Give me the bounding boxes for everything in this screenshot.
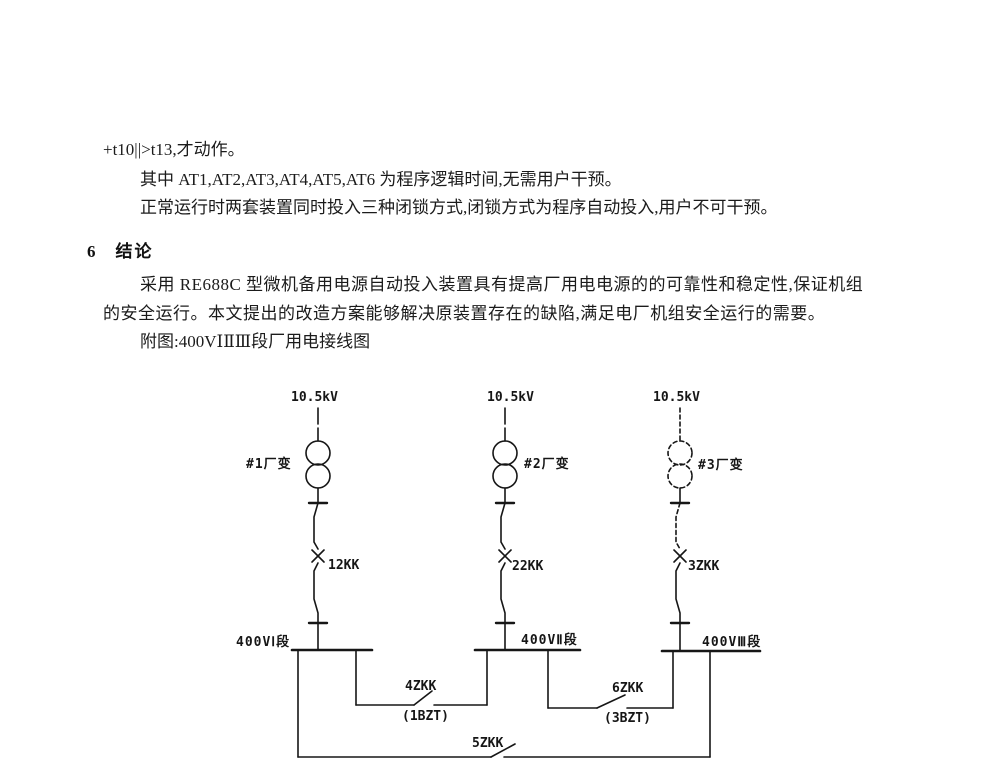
figure-caption: 附图:400VⅠⅡⅢ段厂用电接线图 (140, 332, 371, 351)
feeder-branch-2 (493, 408, 517, 650)
breaker-label-3zkk: 3ZKK (688, 559, 720, 574)
tie-note-3bzt: (3BZT) (604, 711, 651, 726)
voltage-label-1: 10.5kV (291, 390, 338, 405)
breaker-label-22kk: 22KK (512, 559, 544, 574)
wiring-diagram (0, 380, 1000, 760)
breaker-label-12kk: 12KK (328, 558, 360, 573)
tie-breaker-label-5zkk: 5ZKK (472, 736, 504, 751)
voltage-label-3: 10.5kV (653, 390, 700, 405)
section-title: 结论 (115, 242, 154, 261)
transformer-label-3: #3厂变 (698, 458, 744, 473)
voltage-label-2: 10.5kV (487, 390, 534, 405)
breaker-symbol-3zkk (674, 550, 686, 562)
conclusion-line-1: 采用 RE688C 型微机备用电源自动投入装置具有提高厂用电电源的的可靠性和稳定… (140, 275, 864, 294)
transformer-symbol-3 (668, 441, 692, 488)
tie-circuit-6zkk (548, 650, 673, 708)
feeder-branch-1 (306, 408, 330, 650)
tie-circuit-4zkk (356, 650, 487, 705)
bus-label-2: 400VⅡ段 (521, 633, 578, 648)
tie-breaker-label-4zkk: 4ZKK (405, 679, 437, 694)
conclusion-line-2: 的安全运行。本文提出的改造方案能够解决原装置存在的缺陷,满足电厂机组安全运行的需… (103, 304, 826, 323)
transformer-label-2: #2厂变 (524, 457, 570, 472)
breaker-symbol-12kk (312, 550, 324, 562)
transformer-label-1: #1厂变 (246, 457, 292, 472)
section-number: 6 (87, 242, 96, 261)
tie-note-1bzt: (1BZT) (402, 709, 449, 724)
bus-label-1: 400VⅠ段 (236, 635, 291, 650)
transformer-symbol-2 (493, 441, 517, 488)
breaker-symbol-22kk (499, 550, 511, 562)
section-heading: 6 结论 (87, 237, 154, 262)
body-line-logic-times: 其中 AT1,AT2,AT3,AT4,AT5,AT6 为程序逻辑时间,无需用户干… (140, 170, 622, 189)
feeder-branch-3 (668, 408, 692, 651)
bus-label-3: 400VⅢ段 (702, 635, 762, 650)
body-line-normal-operation: 正常运行时两套装置同时投入三种闭锁方式,闭锁方式为程序自动投入,用户不可干预。 (140, 198, 778, 217)
formula-line: +t10||>t13,才动作。 (103, 140, 245, 159)
tie-circuit-5zkk (298, 650, 710, 757)
tie-breaker-label-6zkk: 6ZKK (612, 681, 644, 696)
transformer-symbol-1 (306, 441, 330, 488)
